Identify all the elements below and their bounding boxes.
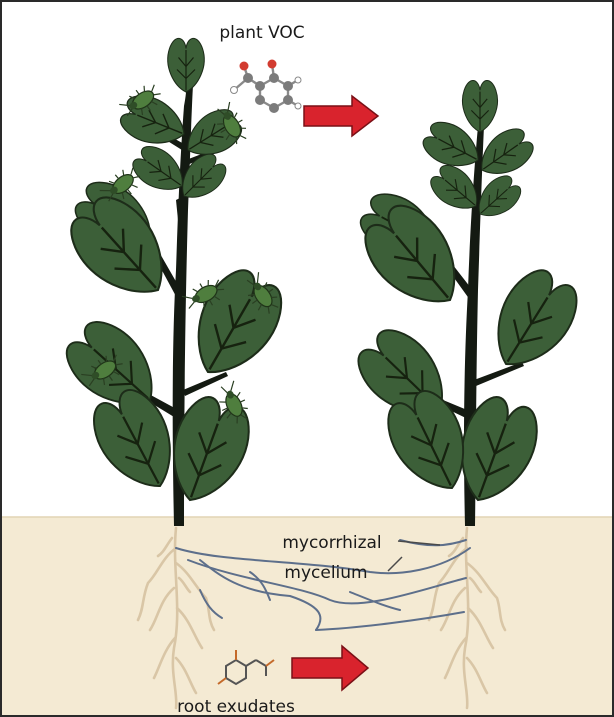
root-exudates-label: root exudates [177,697,295,717]
mycelium-label: mycelium [284,563,367,583]
mycorrhizal-label: mycorrhizal [282,533,381,553]
plant-voc-label: plant VOC [219,23,304,43]
